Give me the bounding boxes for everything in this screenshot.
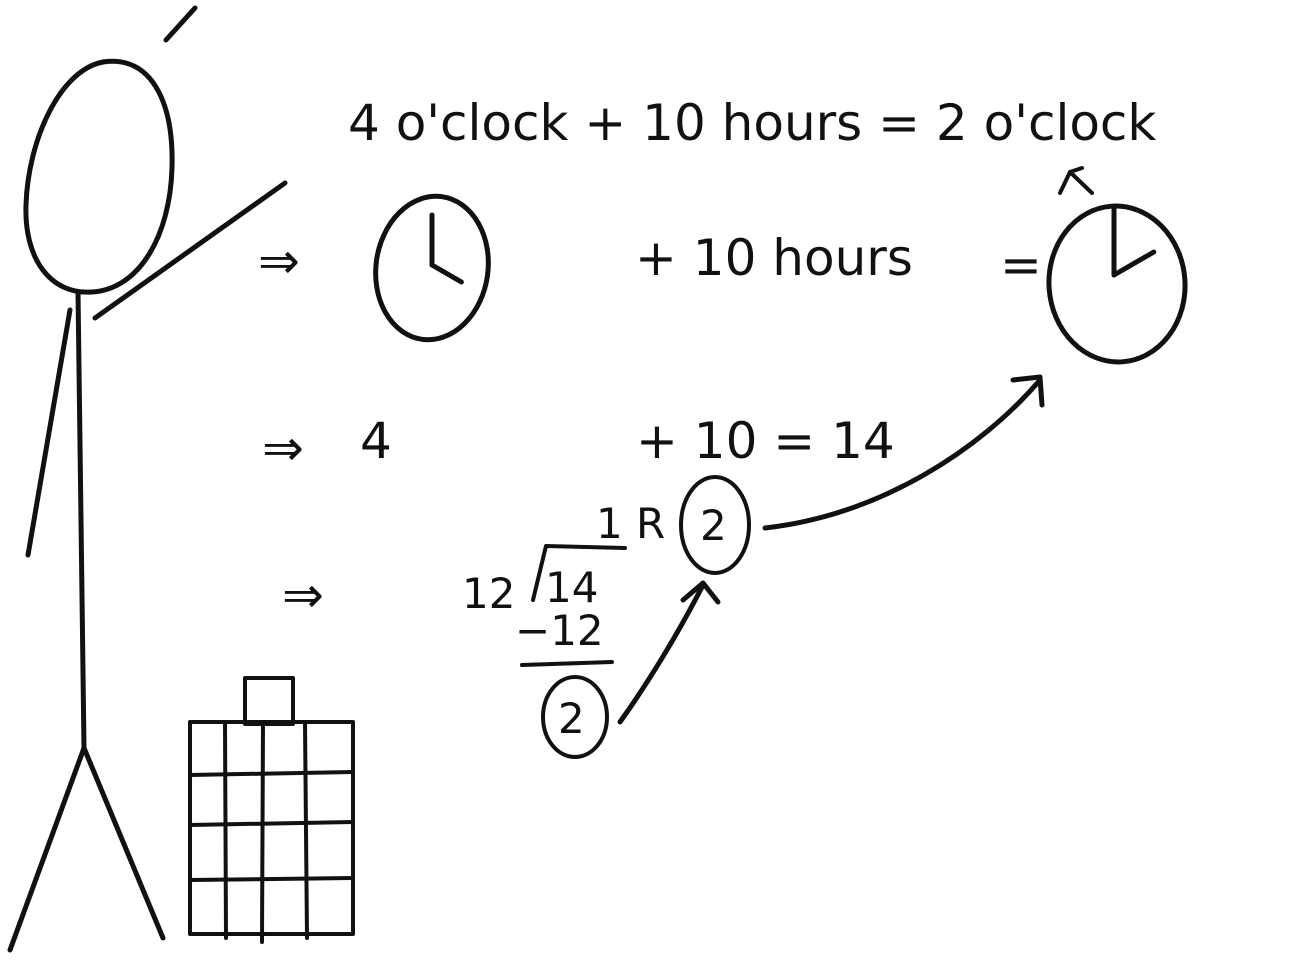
figure-raised-arm (95, 183, 285, 318)
building-vlines (225, 722, 307, 942)
building-hlines (190, 772, 353, 880)
division-remainder-marker: R (636, 499, 665, 548)
equation-line-1: 4 o'clock + 10 hours = 2 o'clock (348, 94, 1156, 152)
clock-end-hands (1114, 209, 1154, 275)
clock-end-face (1044, 201, 1191, 366)
division-dividend: 14 (545, 563, 598, 612)
clock-end-hour-hand (1114, 252, 1154, 275)
clock-start (367, 189, 498, 347)
clock-start-hour-hand (432, 265, 461, 282)
figure-head (26, 61, 172, 292)
division-quotient: 1 (596, 499, 623, 548)
clock-start-hands (432, 215, 461, 282)
figure-left-leg (10, 748, 84, 950)
figure-back-arm (28, 310, 70, 555)
pointer-arrow-up (1060, 168, 1092, 193)
plus-ten-hours: + 10 hours (635, 229, 913, 287)
building-sketch (190, 678, 353, 942)
figure-right-leg (84, 748, 163, 938)
division-remainder: 2 (700, 501, 727, 550)
implies-arrow-2: ⇒ (262, 419, 304, 477)
division-underline (522, 662, 612, 665)
division-divisor: 12 (462, 569, 515, 618)
building-top-box (245, 678, 293, 724)
stick-figure (10, 8, 285, 950)
start-hour-number: 4 (360, 412, 392, 470)
building-body (190, 722, 353, 934)
division-subtract: −12 (515, 606, 604, 655)
clock-end (1044, 201, 1191, 366)
long-division: 1 R 2 12 14 −12 2 (462, 477, 749, 757)
division-result: 2 (558, 694, 585, 743)
figure-torso (78, 292, 84, 748)
equals-sign-clock: = (1000, 236, 1042, 294)
implies-arrow-3: ⇒ (282, 566, 324, 624)
implies-arrow-1: ⇒ (258, 232, 300, 290)
figure-pointer-stroke (166, 8, 195, 40)
arrow-result-to-remainder (620, 585, 703, 722)
arithmetic-sum: + 10 = 14 (636, 412, 895, 470)
